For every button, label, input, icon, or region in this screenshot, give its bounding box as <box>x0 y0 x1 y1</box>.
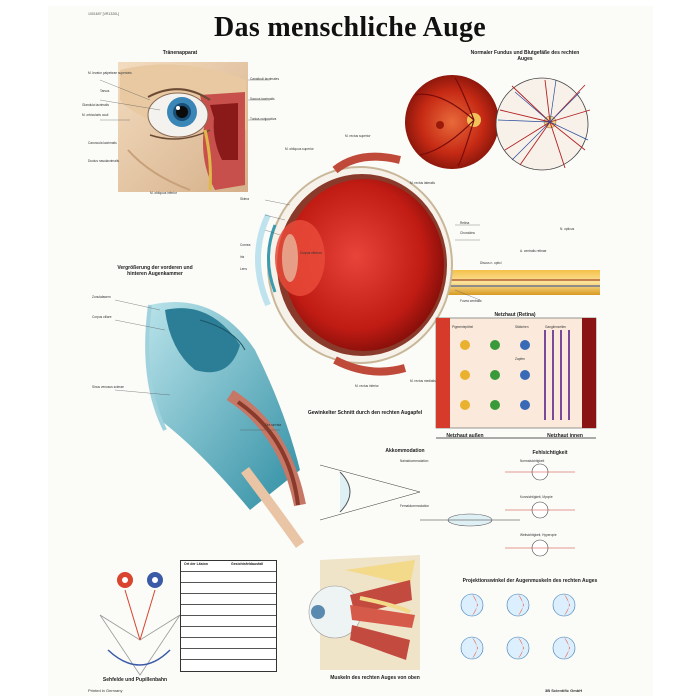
label-rectus-sup: M. rectus superior <box>345 134 371 138</box>
label-ora: Ora serrata <box>265 423 282 427</box>
label-saccus: Saccus lacrimalis <box>250 97 275 101</box>
label-pigment: Pigmentepithel <box>452 325 474 329</box>
label-levator: M. levator palpebrae superioris <box>88 71 132 75</box>
label-far-accommodation: Fernakkommodation <box>400 504 430 508</box>
label-conjunctiva: Tunica conjunctiva <box>250 117 277 121</box>
heading-accommodation: Akkommodation <box>385 448 425 454</box>
label-sklera: Sklera <box>240 197 250 201</box>
leader-lines <box>99 79 481 431</box>
label-rectus-inf: M. rectus inferior <box>355 384 379 388</box>
label-rods: Stäbchen <box>515 325 529 329</box>
label-retina-outer: Netzhaut außen <box>446 433 484 439</box>
table-row <box>181 593 276 605</box>
heading-muscles: Muskeln des rechten Auges von oben <box>330 675 420 681</box>
projection-angles-figure <box>460 593 576 660</box>
table-row <box>181 637 276 649</box>
label-myopia: Kurzsichtigkeit, Myopie <box>520 495 553 499</box>
label-obliquus-inf: M. obliquus inferior <box>150 191 177 195</box>
label-ciliare: Corpus ciliare <box>92 315 112 319</box>
label-retina-inner: Netzhaut innen <box>547 433 583 439</box>
label-iris: Iris <box>240 255 245 259</box>
fundus-figure <box>405 75 591 171</box>
footer-printed: Printed in Germany <box>88 688 123 693</box>
eye-muscles-figure <box>308 555 420 670</box>
label-cornea: Cornea <box>240 243 251 247</box>
lacrimal-apparatus-figure <box>118 62 248 192</box>
label-rectus-med: M. rectus medialis <box>410 379 436 383</box>
heading-eyeball-section: Gewinkelter Schnitt durch den rechten Au… <box>307 410 423 416</box>
anterior-chamber-figure <box>145 302 306 548</box>
heading-lacrimal: Tränenapparat <box>162 50 198 56</box>
label-discus: Discus n. optici <box>480 261 502 265</box>
table-row <box>181 648 276 660</box>
label-cones: Zapfen <box>515 357 525 361</box>
label-emmetropia: Normalsichtigkeit <box>520 459 545 463</box>
heading-visual-pathway: Sehfelde und Pupillenbahn <box>102 677 168 683</box>
heading-refraction: Fehlsichtigkeit <box>532 450 568 456</box>
heading-retina: Netzhaut (Retina) <box>494 312 536 318</box>
refraction-figure <box>505 463 575 557</box>
label-zonula: Zonulafasern <box>92 295 111 299</box>
label-ganglion: Ganglienzellen <box>545 325 567 329</box>
retina-layers-figure <box>435 317 597 439</box>
label-choroidea: Choroidea <box>460 231 475 235</box>
poster-title: Das menschliche Auge <box>214 12 486 43</box>
label-lens: Lens <box>240 267 247 271</box>
label-lacrimal-gland: Glandula lacrimalis <box>82 103 109 107</box>
label-opticus: N. opticus <box>560 227 575 231</box>
footer-company: 3B Scientific GmbH <box>545 688 583 693</box>
label-orbicularis: M. orbicularis oculi <box>82 113 109 117</box>
eyeball-section-figure <box>255 152 600 376</box>
label-rectus-lat: M. rectus lateralis <box>410 181 435 185</box>
table-row <box>181 615 276 627</box>
table-header-field-loss: Gesichtsfeldausfall <box>231 562 264 566</box>
heading-projection: Projektionswinkel der Augenmuskeln des r… <box>462 578 598 584</box>
label-hyperopia: Weitsichtigkeit, Hyperopie <box>520 533 557 537</box>
table-row <box>181 626 276 638</box>
lesion-table: Ort der Läsion Gesichtsfeldausfall <box>180 560 277 672</box>
label-caruncula: Caruncula lacrimalis <box>88 141 117 145</box>
label-tarsus: Tarsus <box>100 89 110 93</box>
table-row <box>181 582 276 594</box>
label-fovea: Fovea centralis <box>460 299 482 303</box>
table-row <box>181 659 276 671</box>
table-header-location: Ort der Läsion <box>184 562 208 566</box>
heading-fundus: Normaler Fundus und Blutgefäße des recht… <box>470 50 580 62</box>
heading-anterior-chamber: Vergrößerung der vorderen und hinteren A… <box>117 265 193 277</box>
label-retina: Retina <box>460 221 470 225</box>
label-canaliculi: Canaliculi lacrimales <box>250 77 280 81</box>
label-near-accommodation: Nahakkommodation <box>400 459 429 463</box>
label-obliquus-sup: M. obliquus superior <box>285 147 314 151</box>
label-vitreum: Corpus vitreum <box>300 251 322 255</box>
table-row <box>181 571 276 583</box>
accommodation-figure <box>319 464 520 527</box>
table-row <box>181 604 276 616</box>
label-a-centralis: A. centralis retinae <box>520 249 547 253</box>
visual-pathway-figure <box>99 572 181 676</box>
label-nasolacrimal: Ductus nasolacrimalis <box>88 159 120 163</box>
label-sinus: Sinus venosus sclerae <box>92 385 124 389</box>
product-code: 1001697 [VR1320L] <box>88 12 120 16</box>
